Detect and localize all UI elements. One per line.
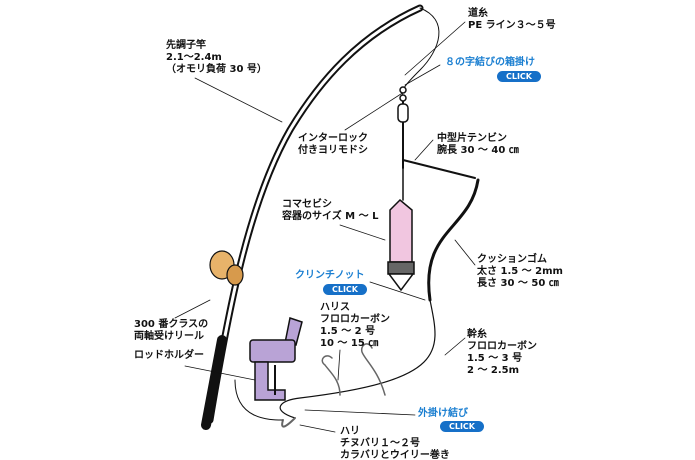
outer-knot-link[interactable]: 外掛け結び [418,408,468,419]
label-line: ハリ [340,426,360,437]
label-line: 幹糸 [467,329,487,340]
label-hook: ハリ チヌバリ１～２号 カラバリとウイリー巻き [340,426,450,460]
label-line: 付きヨリモドシ [298,145,368,156]
label-line: 容器のサイズ M ～ L [282,211,379,222]
label-main-line: 道糸 PE ライン３～５号 [468,8,556,32]
komase-bishi [387,198,415,292]
cushion-rubber [427,178,480,302]
label-harisu: ハリス フロロカーボン 1.5 ～ 2 号 10 ～ 15 ㎝ [320,302,390,350]
figure8-click-button[interactable]: CLICK [497,71,541,82]
label-cushion-rubber: クッションゴム 太さ 1.5 ～ 2mm 長さ 30 ～ 50 ㎝ [477,254,563,290]
label-swivel: インターロック 付きヨリモドシ [298,133,368,157]
label-line: 先調子竿 [166,40,206,51]
label-line: クッションゴム [477,254,547,265]
clinch-click-button[interactable]: CLICK [323,284,367,295]
main-line [401,7,440,101]
label-line: チヌバリ１～２号 [340,438,420,449]
label-line: フロロカーボン [320,314,390,325]
label-line: コマセビシ [282,199,332,210]
clinch-knot-link[interactable]: クリンチノット [295,270,365,281]
figure8-knot-link[interactable]: ８の字結びの箱掛け [445,57,535,68]
label-line: 両軸受けリール [134,331,204,342]
label-line: 2.1～2.4m [166,52,222,63]
label-line: 300 番クラスの [134,319,209,330]
label-line: PE ライン３～５号 [468,20,556,31]
label-reel: 300 番クラスの 両軸受けリール [134,319,208,343]
rod-grip [201,335,227,430]
label-line: （オモリ負荷 30 号） [166,64,267,75]
mikiito-line [279,299,436,419]
rod-holder [249,317,303,401]
label-line: 中型片テンビン [437,133,507,144]
label-rod-holder: ロッドホルダー [134,350,204,362]
label-line: 1.5 ～ 3 号 [467,353,523,364]
label-line: フロロカーボン [467,341,537,352]
label-line: 太さ 1.5 ～ 2mm [477,266,563,277]
label-komase-bishi: コマセビシ 容器のサイズ M ～ L [282,199,378,223]
label-line: 腕長 30 ～ 40 ㎝ [437,145,519,156]
label-rod: 先調子竿 2.1～2.4m （オモリ負荷 30 号） [166,40,267,76]
label-line: ハリス [320,302,350,313]
label-line: 2 ～ 2.5m [467,365,520,376]
label-mikiito: 幹糸 フロロカーボン 1.5 ～ 3 号 2 ～ 2.5m [467,329,537,377]
label-line: カラバリとウイリー巻き [340,450,450,460]
outer-click-button[interactable]: CLICK [440,421,484,432]
label-line: 1.5 ～ 2 号 [320,326,376,337]
hook [281,417,296,428]
label-line: 10 ～ 15 ㎝ [320,338,379,349]
reel [209,250,244,286]
label-tenbin: 中型片テンビン 腕長 30 ～ 40 ㎝ [437,133,519,157]
label-line: ロッドホルダー [134,350,204,361]
tenbin-arm [402,159,476,179]
label-line: インターロック [298,133,368,144]
label-line: 道糸 [468,8,488,19]
label-line: 長さ 30 ～ 50 ㎝ [477,278,559,289]
swivel [397,86,409,123]
